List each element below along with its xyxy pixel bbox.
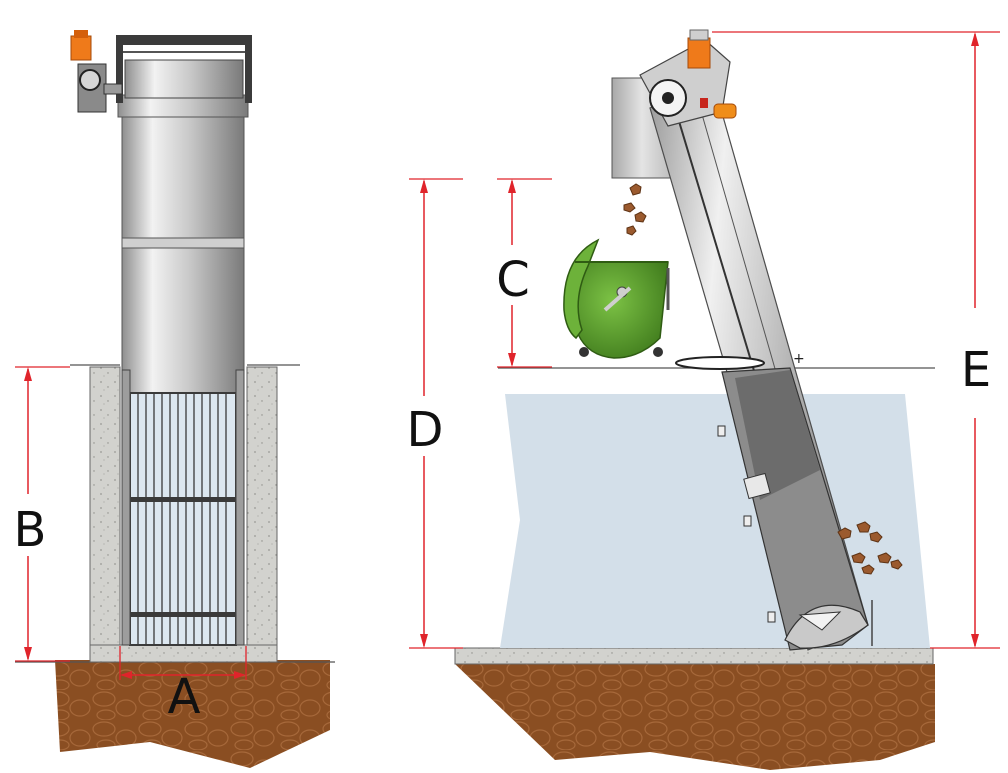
basket-side-right bbox=[235, 369, 245, 646]
screen-cylinder bbox=[121, 107, 245, 394]
concrete-wall-right bbox=[246, 366, 278, 661]
basket-side-left bbox=[121, 369, 131, 646]
coupling bbox=[103, 83, 123, 95]
bin-body bbox=[574, 261, 669, 359]
side-view: + bbox=[454, 29, 935, 770]
channel-floor bbox=[454, 647, 934, 665]
drive-wheel bbox=[79, 69, 101, 91]
label-b: B bbox=[14, 502, 47, 558]
trough-face bbox=[735, 370, 820, 500]
basket-hoop-1 bbox=[130, 497, 236, 502]
dimension-b: B bbox=[14, 366, 70, 662]
drive-hub bbox=[662, 92, 674, 104]
collection-bin bbox=[563, 238, 670, 359]
top-motor-cap bbox=[689, 29, 709, 41]
concrete-wall-left bbox=[89, 366, 121, 661]
bin-wheel-left bbox=[579, 347, 589, 357]
bracket-3 bbox=[767, 611, 776, 623]
label-e: E bbox=[961, 342, 991, 398]
dimension-a: A bbox=[119, 646, 247, 725]
front-view bbox=[15, 30, 335, 768]
motor-cap bbox=[74, 30, 88, 38]
debris-water bbox=[837, 521, 903, 575]
bin-arm bbox=[603, 286, 632, 312]
head-housing bbox=[124, 59, 244, 99]
soil-left bbox=[55, 660, 330, 768]
basket-bars bbox=[137, 393, 227, 645]
red-valve bbox=[700, 98, 708, 108]
dimension-c: C bbox=[496, 178, 552, 368]
bracket-2 bbox=[743, 515, 752, 527]
label-c: C bbox=[496, 252, 530, 308]
side-gear-orange bbox=[713, 103, 737, 119]
water-channel bbox=[500, 394, 930, 648]
bin-wheel-right bbox=[653, 347, 663, 357]
frame-post-left bbox=[116, 35, 123, 103]
dimension-d: D bbox=[407, 178, 463, 649]
frame-post-right bbox=[245, 35, 252, 103]
cylinder-band bbox=[121, 237, 245, 249]
label-a: A bbox=[168, 669, 201, 725]
debris-falling bbox=[623, 183, 647, 236]
label-d: D bbox=[407, 402, 444, 458]
top-frame bbox=[116, 35, 252, 45]
mount-bolt: + bbox=[793, 351, 805, 367]
top-motor bbox=[687, 37, 711, 69]
basket-hoop-2 bbox=[130, 612, 236, 617]
soil-right bbox=[455, 664, 935, 770]
dimension-e: E bbox=[712, 31, 1000, 649]
bracket-1 bbox=[717, 425, 726, 437]
bin-lid bbox=[563, 238, 600, 340]
floor-mount-plate bbox=[675, 356, 765, 370]
motor-orange bbox=[70, 35, 92, 61]
trough-cone bbox=[798, 611, 842, 631]
concrete-base bbox=[89, 644, 278, 663]
clamp-1 bbox=[743, 472, 771, 500]
